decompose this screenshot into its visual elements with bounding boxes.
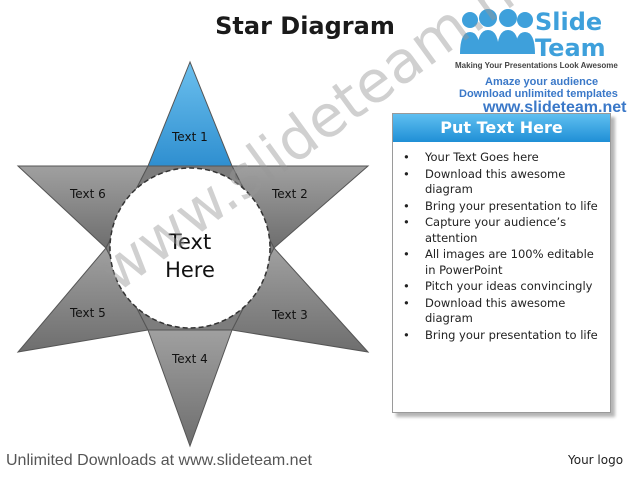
star-label-1: Text 1: [172, 130, 208, 144]
logo-tagline: Making Your Presentations Look Awesome: [455, 61, 618, 70]
star-label-4: Text 4: [172, 352, 208, 366]
logo-name-line2: Team: [535, 34, 606, 62]
center-text-line1: Text: [168, 230, 212, 254]
text-panel: Put Text Here Your Text Goes here Downlo…: [392, 113, 611, 413]
panel-bullet-list: Your Text Goes here Download this awesom…: [393, 150, 610, 343]
footer-text: Unlimited Downloads at www.slideteam.net: [6, 452, 312, 469]
list-item: All images are 100% editable in PowerPoi…: [403, 247, 604, 278]
list-item: Bring your presentation to life: [403, 328, 604, 344]
logo-line2: Download unlimited templates: [459, 88, 618, 100]
logo-line1: Amaze your audience: [485, 76, 599, 88]
your-logo-text: Your logo: [568, 453, 624, 467]
center-circle[interactable]: [109, 167, 271, 329]
star-point-4[interactable]: [147, 329, 233, 448]
star-label-5: Text 5: [70, 306, 106, 320]
star-label-2: Text 2: [272, 187, 308, 201]
logo-line3: www.slideteam.net: [483, 99, 627, 116]
list-item: Your Text Goes here: [403, 150, 604, 166]
star-point-1[interactable]: [147, 60, 233, 167]
star-label-3: Text 3: [272, 308, 308, 322]
star-label-6: Text 6: [70, 187, 106, 201]
panel-header: Put Text Here: [393, 114, 610, 142]
slideteam-logo: Slide Team Making Your Presentations Loo…: [455, 2, 638, 122]
page-title: Star Diagram: [215, 12, 395, 40]
logo-name-line1: Slide: [535, 8, 603, 36]
center-text: Text Here: [150, 228, 230, 284]
list-item: Bring your presentation to life: [403, 199, 604, 215]
list-item: Pitch your ideas convincingly: [403, 279, 604, 295]
list-item: Download this awesome diagram: [403, 167, 604, 198]
list-item: Download this awesome diagram: [403, 296, 604, 327]
center-text-line2: Here: [165, 258, 215, 282]
people-icon: [460, 9, 535, 54]
list-item: Capture your audience’s attention: [403, 215, 604, 246]
